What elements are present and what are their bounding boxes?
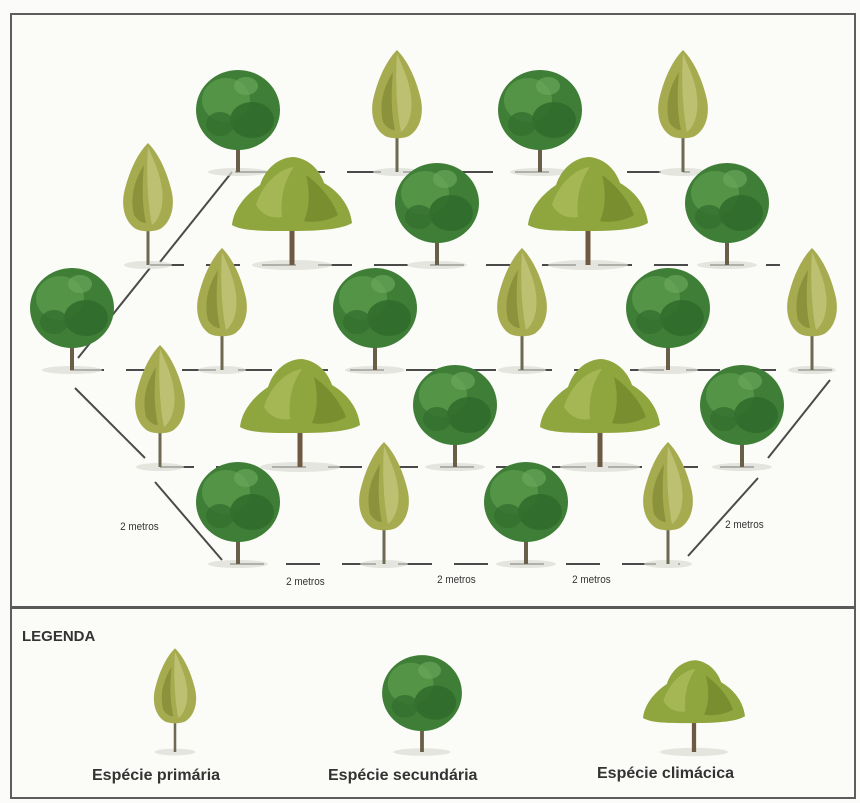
climax-tree-icon — [643, 660, 745, 756]
secondary-tree-icon — [333, 268, 417, 374]
secondary-tree-icon — [196, 70, 280, 176]
dimension-label-bottom-3: 2 metros — [572, 574, 611, 586]
secondary-tree-icon — [484, 462, 568, 568]
dimension-label-bottom-2: 2 metros — [437, 574, 476, 586]
secondary-tree-icon — [685, 163, 769, 269]
primary-tree-icon — [154, 648, 196, 755]
secondary-tree-icon — [498, 70, 582, 176]
edge-line-1 — [160, 172, 232, 262]
primary-tree-icon — [135, 345, 185, 471]
climax-tree-icon — [540, 359, 660, 472]
legend-label-primary: Espécie primária — [92, 767, 220, 785]
dimension-label-bottom-1: 2 metros — [286, 576, 325, 588]
climax-tree-icon — [240, 359, 360, 472]
dimension-label-right: 2 metros — [725, 519, 764, 531]
primary-tree-icon — [643, 442, 693, 568]
primary-tree-icon — [497, 248, 547, 374]
trees-layer — [30, 50, 837, 568]
secondary-tree-icon — [626, 268, 710, 374]
secondary-tree-icon — [30, 268, 114, 374]
legend-label-climax: Espécie climácica — [597, 765, 734, 783]
legend-title: LEGENDA — [22, 628, 95, 645]
legend-label-secondary: Espécie secundária — [328, 767, 477, 785]
primary-tree-icon — [123, 143, 173, 269]
edge-line-6 — [688, 478, 758, 556]
primary-tree-icon — [359, 442, 409, 568]
legend-icons — [154, 648, 745, 756]
secondary-tree-icon — [413, 365, 497, 471]
dimension-label-left: 2 metros — [120, 521, 159, 533]
primary-tree-icon — [197, 248, 247, 374]
secondary-tree-icon — [395, 163, 479, 269]
edge-line-3 — [75, 388, 145, 458]
secondary-tree-icon — [196, 462, 280, 568]
primary-tree-icon — [787, 248, 837, 374]
primary-tree-icon — [372, 50, 422, 176]
primary-tree-icon — [658, 50, 708, 176]
secondary-tree-icon — [382, 655, 462, 756]
